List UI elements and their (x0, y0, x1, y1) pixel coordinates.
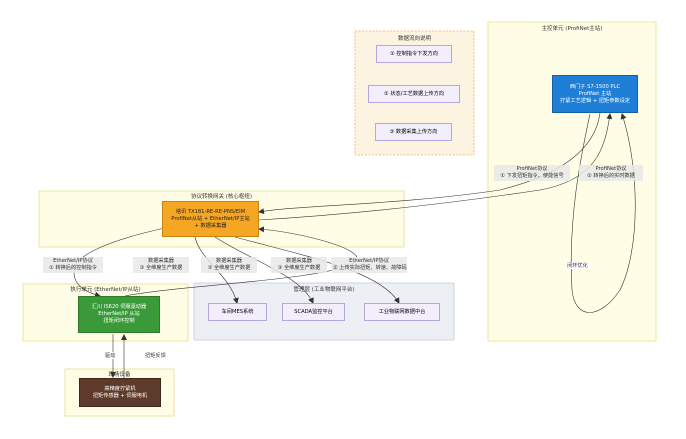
field-node-line-2: 扭矩传感器 + 伺服电机 (92, 392, 148, 399)
edge-label-gw-scada-line-1: 数据采集器 (216, 258, 242, 264)
edge-label-loop: 闭环优化 (566, 262, 589, 269)
edge-label-gw-mes-line-2: ③ 全维度生产数据 (139, 265, 183, 271)
cluster-mgmt-title: 管理层 (工业物联网平台) (293, 287, 355, 293)
edge-label-gw-iot-line-1: 数据采集器 (286, 258, 312, 264)
edge-label-gw-iot: 数据采集器 ③ 全维度生产数据 (271, 257, 327, 273)
gateway-node-line-2: ProfiNet从站 + EtherNet/IP主站 (171, 215, 250, 222)
edge-label-gw-servo-line-1: EtherNet/IP协议 (53, 258, 93, 264)
gateway-node-line-3: + 数据采集器 (194, 222, 227, 229)
cluster-gateway-title: 协议转换网关 (核心枢纽) (190, 194, 253, 200)
legend-collect-direction: ③ 数据采集上传方向 (375, 123, 452, 141)
edge-label-plc-down-line-1: ProfiNet协议 (516, 166, 548, 172)
edge-label-drive: 驱动 (104, 352, 117, 359)
cluster-legend: 数据流向说明 (355, 31, 474, 155)
plc-node-line-3: 拧紧工艺逻辑 + 扭矩参数设定 (560, 97, 630, 104)
plc-node: 西门子 S7-1500 PLC ProfiNet 主站 拧紧工艺逻辑 + 扭矩参… (552, 75, 638, 113)
gateway-node: 塔讯 TX181-RE-RE-PNS/EIM ProfiNet从站 + Ethe… (162, 201, 259, 237)
cluster-plc-title: 主控单元 (ProfiNet主站) (541, 26, 603, 32)
scada-node: SCADA监控平台 (282, 303, 345, 321)
edge-loop (619, 113, 636, 291)
edge-label-gw-servo: EtherNet/IP协议 ① 转换后的控制指令 (43, 257, 103, 273)
legend-status-direction: ② 状态/工艺数据上传方向 (368, 85, 460, 103)
servo-node-line-1: 汇川 IS620 伺服驱动器 (91, 304, 147, 310)
edge-label-feedback: 扭矩反馈 (144, 352, 167, 359)
cluster-servo: 执行单元 (EtherNet/IP从站) (23, 284, 188, 341)
edge-label-servo-gw-line-1: EtherNet/IP协议 (349, 258, 389, 264)
edge-label-gw-mes: 数据采集器 ③ 全维度生产数据 (133, 257, 189, 273)
legend-control-direction: ① 控制指令下发方向 (376, 45, 452, 63)
servo-node: 汇川 IS620 伺服驱动器 EtherNet/IP 从站 扭矩闭环控制 (78, 296, 160, 333)
edge-label-gw-iot-line-2: ③ 全维度生产数据 (277, 265, 321, 271)
field-node-line-1: 高精度拧紧机 (104, 385, 136, 392)
mes-node-text: 车间MES系统 (221, 308, 254, 315)
field-node: 高精度拧紧机 扭矩传感器 + 伺服电机 (79, 378, 161, 407)
cluster-gateway: 协议转换网关 (核心枢纽) (39, 191, 404, 247)
edge-label-gw-scada: 数据采集器 ③ 全维度生产数据 (201, 257, 257, 273)
cluster-field: 现场设备 (65, 369, 174, 416)
scada-node-text: SCADA监控平台 (294, 308, 333, 315)
edge-label-plc-up-line-2: ② 转换后的实时数据 (587, 173, 635, 179)
edge-label-servo-gw-line-2: ② 上传实际扭矩、转速、故障码 (333, 265, 407, 271)
cluster-legend-title: 数据流向说明 (397, 36, 431, 42)
mes-node: 车间MES系统 (208, 303, 267, 321)
legend-collect-direction-text: ③ 数据采集上传方向 (389, 128, 438, 135)
cluster-field-title: 现场设备 (108, 372, 131, 378)
gateway-node-line-1: 塔讯 TX181-RE-RE-PNS/EIM (175, 208, 246, 215)
iot-node-text: 工业物联网数据中台 (378, 308, 426, 315)
edge-label-plc-down: ProfiNet协议 ① 下发扭矩指令、使能信号 (494, 165, 570, 181)
edge-label-gw-servo-line-2: ① 转换后的控制指令 (49, 265, 97, 271)
cluster-mgmt: 管理层 (工业物联网平台) (194, 283, 454, 340)
edge-gateway-to-plc (258, 113, 613, 221)
edge-loop-tail (570, 113, 621, 313)
edge-label-plc-up-line-1: ProfiNet协议 (595, 166, 627, 172)
plc-node-line-2: ProfiNet 主站 (578, 90, 612, 97)
edge-label-gw-scada-line-2: ③ 全维度生产数据 (207, 265, 251, 271)
cluster-servo-title: 执行单元 (EtherNet/IP从站) (70, 287, 141, 293)
iot-node: 工业物联网数据中台 (364, 303, 440, 321)
plc-node-line-1: 西门子 S7-1500 PLC (569, 83, 621, 90)
servo-node-line-3: 扭矩闭环控制 (103, 318, 135, 324)
edge-label-plc-down-line-2: ① 下发扭矩指令、使能信号 (500, 173, 564, 179)
edge-label-gw-mes-line-1: 数据采集器 (148, 258, 174, 264)
legend-control-direction-text: ① 控制指令下发方向 (390, 50, 438, 57)
servo-node-line-2: EtherNet/IP 从站 (98, 311, 140, 317)
legend-status-direction-text: ② 状态/工艺数据上传方向 (384, 90, 444, 97)
edge-label-servo-gw: EtherNet/IP协议 ② 上传实际扭矩、转速、故障码 (331, 257, 407, 273)
edge-label-plc-up: ProfiNet协议 ② 转换后的实时数据 (579, 165, 643, 181)
cluster-plc: 主控单元 (ProfiNet主站) (488, 22, 656, 341)
